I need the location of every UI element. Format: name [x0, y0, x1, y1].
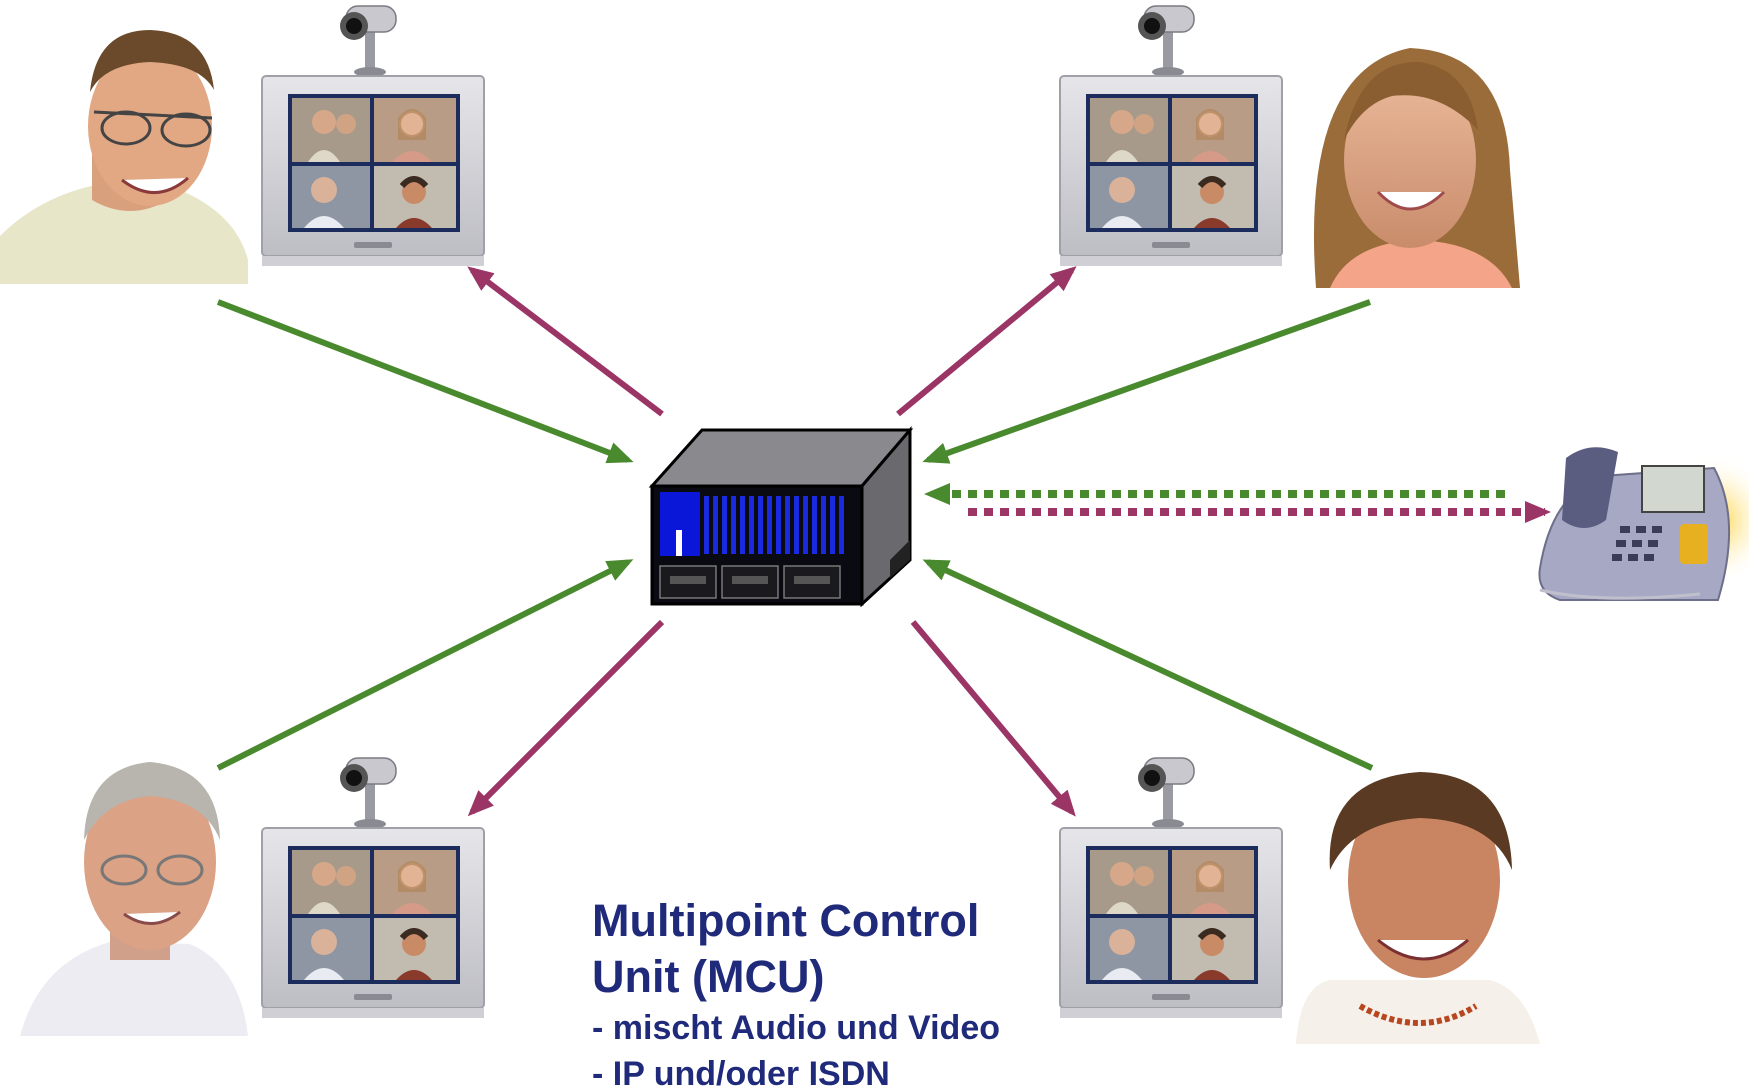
arrow-tl-to-mcu: [216, 299, 634, 464]
caption-bullet-1: - mischt Audio und Video: [592, 1009, 1000, 1047]
caption-title-line-1: Multipoint Control: [592, 895, 980, 946]
arrow-bl-to-mcu: [216, 559, 634, 771]
participant-photo-bottom-left: [20, 762, 248, 1036]
monitor-icon-bottom-left: [262, 758, 484, 1018]
participant-photo-bottom-right: [1296, 772, 1540, 1044]
arrow-mcu-to-bl-monitor: [467, 619, 665, 817]
arrow-mcu-to-tr-monitor: [896, 266, 1077, 417]
mcu-server-icon: [648, 425, 914, 608]
receive-arrows: [467, 266, 1551, 817]
send-arrows: [216, 299, 1505, 771]
mcu-caption: Multipoint Control Unit (MCU) - mischt A…: [592, 893, 1152, 1090]
arrow-tr-to-mcu: [922, 299, 1372, 464]
arrow-mcu-to-tl-monitor: [467, 266, 664, 417]
telephone-icon: [1538, 447, 1749, 601]
monitor-icon-top-left: [262, 6, 484, 266]
arrow-mcu-to-br-monitor: [910, 620, 1076, 817]
participant-photo-top-right: [1313, 48, 1520, 288]
caption-bullet-2: - IP und/oder ISDN: [592, 1055, 890, 1090]
arrow-br-to-mcu: [922, 559, 1374, 771]
participant-photo-top-left: [0, 30, 248, 284]
monitor-icon-top-right: [1060, 6, 1282, 266]
caption-title-line-2: Unit (MCU): [592, 951, 825, 1002]
